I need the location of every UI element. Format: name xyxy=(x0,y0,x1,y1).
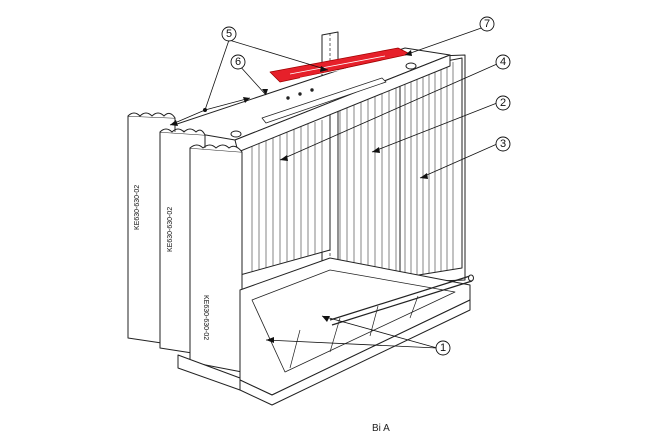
base-tray xyxy=(177,257,474,406)
svg-text:2: 2 xyxy=(500,97,506,109)
callout-1: 1 xyxy=(435,340,451,356)
callout-2: 2 xyxy=(495,95,511,111)
svg-text:1: 1 xyxy=(440,342,446,354)
svg-text:5: 5 xyxy=(226,28,232,40)
front-panels xyxy=(127,112,243,373)
leader-lines xyxy=(169,25,498,349)
left-inner-wall xyxy=(239,109,331,276)
svg-text:7: 7 xyxy=(484,18,490,30)
top-frame xyxy=(164,47,451,153)
callout-4: 4 xyxy=(495,54,511,70)
panel-label-1: KE630-630-02 xyxy=(134,185,141,230)
right-side-wall xyxy=(399,57,463,279)
figure-caption: Bi A xyxy=(372,423,390,434)
svg-text:3: 3 xyxy=(500,138,506,150)
svg-text:6: 6 xyxy=(235,56,241,68)
callout-3: 3 xyxy=(495,136,511,152)
callout-5: 5 xyxy=(221,26,237,42)
svg-text:4: 4 xyxy=(500,56,506,68)
callout-6: 6 xyxy=(230,54,246,70)
panel-label-3: KE630-630-02 xyxy=(202,295,209,340)
callout-7: 7 xyxy=(479,16,495,32)
panel-label-2: KE630-630-02 xyxy=(167,207,174,252)
